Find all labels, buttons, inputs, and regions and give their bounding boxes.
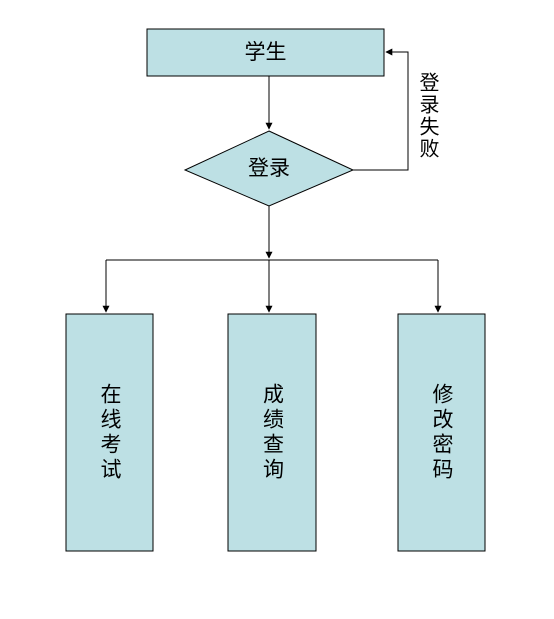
password-label-box: 修改密码 xyxy=(398,314,485,551)
login-label: 登录 xyxy=(248,156,290,180)
exam-label-box: 在线考试 xyxy=(66,314,153,551)
student-box xyxy=(146,28,385,77)
login-fail-label: 登录失败 xyxy=(416,72,440,160)
scores-label-box: 成绩查询 xyxy=(228,314,316,551)
login-fail-line xyxy=(353,48,409,171)
student-label: 学生 xyxy=(244,40,287,64)
scores-label: 成绩查询 xyxy=(260,382,285,483)
password-label: 修改密码 xyxy=(430,382,454,483)
password-box xyxy=(397,313,486,552)
exam-box xyxy=(65,313,154,552)
scores-box xyxy=(227,313,317,552)
exam-label: 在线考试 xyxy=(98,382,122,483)
